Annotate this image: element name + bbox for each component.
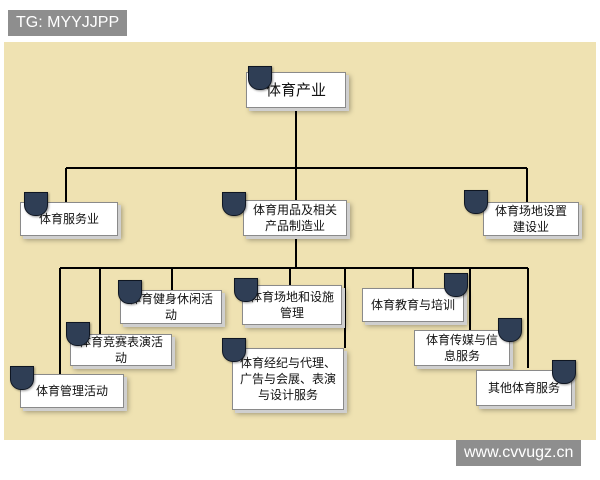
- node-tag-icon: [10, 366, 34, 390]
- node-goods: 体育用品及相关产品制造业: [243, 200, 347, 236]
- node-tag-icon: [464, 190, 488, 214]
- node-tag-icon: [234, 278, 258, 302]
- node-media: 体育传媒与信息服务: [414, 330, 510, 366]
- node-tag-icon: [498, 318, 522, 342]
- node-tag-icon: [118, 280, 142, 304]
- node-tag-icon: [222, 192, 246, 216]
- node-management-label: 体育管理活动: [35, 384, 108, 398]
- node-media-label: 体育传媒与信息服务: [425, 333, 498, 363]
- node-services-label: 体育服务业: [38, 212, 99, 226]
- node-goods-label: 体育用品及相关产品制造业: [252, 203, 337, 233]
- node-competition: 体育竞赛表演活动: [70, 334, 172, 366]
- node-venues-label: 体育场地设置建设业: [494, 204, 567, 234]
- node-tag-icon: [552, 360, 576, 384]
- node-education-label: 体育教育与培训: [370, 298, 455, 312]
- node-root-label: 体育产业: [265, 81, 326, 99]
- node-venues: 体育场地设置建设业: [483, 202, 579, 236]
- watermark-bottom: www.cvvugz.cn: [456, 440, 582, 466]
- node-tag-icon: [248, 66, 272, 90]
- node-agency: 体育经纪与代理、广告与会展、表演与设计服务: [232, 348, 344, 410]
- watermark-top: TG: MYYJJPP: [8, 10, 128, 36]
- node-competition-label: 体育竞赛表演活动: [78, 335, 163, 365]
- node-management: 体育管理活动: [20, 374, 124, 408]
- node-tag-icon: [24, 192, 48, 216]
- node-tag-icon: [222, 338, 246, 362]
- node-venue-mgmt: 体育场地和设施管理: [242, 285, 342, 325]
- node-agency-label: 体育经纪与代理、广告与会展、表演与设计服务: [239, 356, 336, 402]
- node-tag-icon: [444, 273, 468, 297]
- node-tag-icon: [66, 322, 90, 346]
- node-other-label: 其他体育服务: [487, 381, 560, 395]
- node-fitness-label: 体育健身休闲活动: [128, 292, 213, 322]
- node-venue-mgmt-label: 体育场地和设施管理: [249, 290, 334, 320]
